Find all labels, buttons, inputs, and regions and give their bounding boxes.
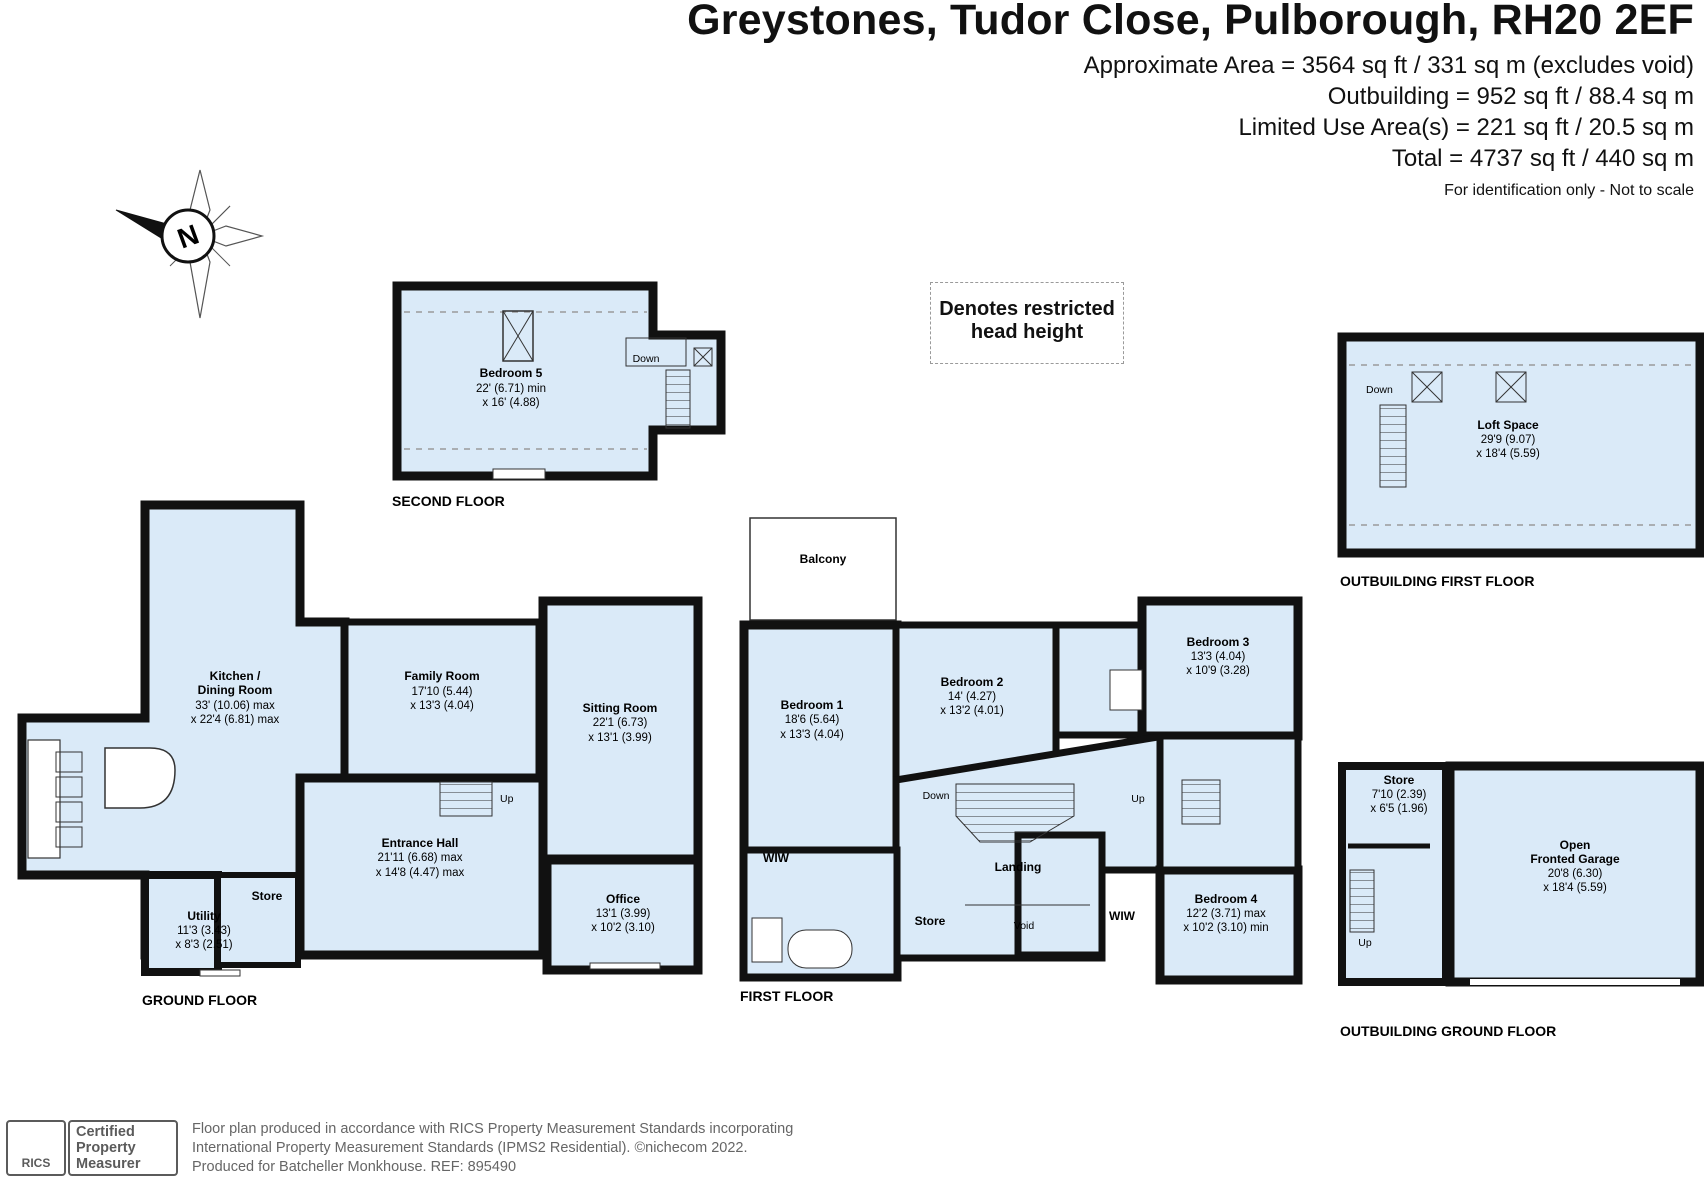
loft-dim2: x 18'4 (5.59) [1476, 448, 1540, 460]
outbuilding-up-label: Up [1358, 937, 1372, 949]
limited-use-area: Limited Use Area(s) = 221 sq ft / 20.5 s… [1238, 114, 1694, 141]
wiw-second-name: WIW [1109, 909, 1136, 923]
second-floor-down-label: Down [633, 353, 660, 365]
entrance-hall-dim2: x 14'8 (4.47) max [376, 867, 465, 879]
bedroom1-dim1: 18'6 (5.64) [785, 714, 840, 726]
outbuilding-store-dim1: 7'10 (2.39) [1372, 789, 1427, 801]
badge-line-2: Property [76, 1140, 136, 1156]
second-floor-plan [392, 281, 726, 481]
bedroom5-name: Bedroom 5 [480, 366, 543, 380]
first-floor-down-label: Down [923, 790, 950, 802]
outbuilding-area: Outbuilding = 952 sq ft / 88.4 sq m [1327, 83, 1694, 110]
rics-logo-icon: RICS [6, 1120, 66, 1176]
family-room-name: Family Room [404, 669, 479, 683]
office-dim1: 13'1 (3.99) [596, 908, 651, 920]
restricted-height-legend: Denotes restricted head height [930, 282, 1124, 364]
legend-line-2: head height [970, 321, 1084, 343]
kitchen-name-2: Dining Room [198, 683, 273, 697]
office-name: Office [606, 892, 640, 906]
rics-logo-text: RICS [21, 1156, 51, 1170]
legend-line-1: Denotes restricted [939, 298, 1115, 320]
bedroom2-name: Bedroom 2 [941, 675, 1004, 689]
first-store-name: Store [915, 914, 946, 928]
compass-rose-icon: N [115, 169, 265, 319]
footer: RICS Certified Property Measurer Floor p… [0, 1118, 900, 1178]
garage-dim2: x 18'4 (5.59) [1543, 882, 1607, 894]
property-address: Greystones, Tudor Close, Pulborough, RH2… [687, 0, 1694, 44]
entrance-hall-name: Entrance Hall [382, 836, 459, 850]
kitchen-dim2: x 22'4 (6.81) max [191, 714, 280, 726]
garage-dim1: 20'8 (6.30) [1548, 868, 1603, 880]
outbuilding-store-name: Store [1384, 773, 1415, 787]
void-name: Void [1014, 920, 1035, 932]
approximate-area: Approximate Area = 3564 sq ft / 331 sq m… [1083, 52, 1694, 79]
outbuilding-ground-floor-label: OUTBUILDING GROUND FLOOR [1340, 1023, 1556, 1039]
bedroom4-dim2: x 10'2 (3.10) min [1183, 922, 1268, 934]
bedroom2-dim2: x 13'2 (4.01) [940, 705, 1004, 717]
family-room-dim2: x 13'3 (4.04) [410, 700, 474, 712]
badge-line-1: Certified [76, 1124, 135, 1140]
outbuilding-store-dim2: x 6'5 (1.96) [1370, 803, 1427, 815]
utility-name: Utility [187, 909, 221, 923]
loft-name: Loft Space [1477, 418, 1539, 432]
garage-name-1: Open [1560, 838, 1591, 852]
bedroom4-dim1: 12'2 (3.71) max [1186, 908, 1266, 920]
bedroom3-dim2: x 10'9 (3.28) [1186, 665, 1250, 677]
bedroom1-dim2: x 13'3 (4.04) [780, 729, 844, 741]
bedroom5-dim2: x 16' (4.88) [482, 397, 539, 409]
sitting-room-name: Sitting Room [583, 701, 658, 715]
footer-credits: Floor plan produced in accordance with R… [192, 1120, 793, 1177]
ground-floor-label: GROUND FLOOR [142, 992, 257, 1008]
outbuilding-down-label: Down [1366, 384, 1393, 396]
footer-line-1: Floor plan produced in accordance with R… [192, 1121, 794, 1137]
bedroom4-name: Bedroom 4 [1195, 892, 1258, 906]
first-floor-plan [739, 517, 1303, 985]
bedroom5-dim1: 22' (6.71) min [476, 383, 546, 395]
outbuilding-first-floor-label: OUTBUILDING FIRST FLOOR [1340, 573, 1534, 589]
ground-floor-up-label: Up [500, 793, 514, 805]
bedroom3-name: Bedroom 3 [1187, 635, 1250, 649]
balcony-name: Balcony [800, 552, 847, 566]
landing-name: Landing [995, 860, 1042, 874]
area-summary: Approximate Area = 3564 sq ft / 331 sq m… [1084, 50, 1694, 208]
utility-dim2: x 8'3 (2.51) [175, 939, 232, 951]
kitchen-dim1: 33' (10.06) max [195, 700, 275, 712]
first-floor-label: FIRST FLOOR [740, 988, 833, 1004]
scale-disclaimer: For identification only - Not to scale [1444, 182, 1694, 199]
total-area: Total = 4737 sq ft / 440 sq m [1391, 145, 1694, 172]
second-floor-label: SECOND FLOOR [392, 493, 505, 509]
loft-dim1: 29'9 (9.07) [1481, 434, 1536, 446]
badge-line-3: Measurer [76, 1156, 141, 1172]
bedroom2-dim1: 14' (4.27) [948, 691, 996, 703]
sitting-room-dim1: 22'1 (6.73) [593, 717, 648, 729]
office-dim2: x 10'2 (3.10) [591, 922, 655, 934]
footer-line-2: International Property Measurement Stand… [192, 1140, 748, 1156]
ground-store-name: Store [252, 889, 283, 903]
footer-line-3: Produced for Batcheller Monkhouse. REF: … [192, 1159, 517, 1175]
sitting-room-dim2: x 13'1 (3.99) [588, 732, 652, 744]
ground-floor-plan [17, 500, 703, 977]
garage-name-2: Fronted Garage [1530, 852, 1620, 866]
wiw-first-name: WIW [763, 851, 790, 865]
certified-measurer-badge: Certified Property Measurer [68, 1120, 178, 1176]
entrance-hall-dim1: 21'11 (6.68) max [377, 852, 462, 864]
bedroom1-name: Bedroom 1 [781, 698, 844, 712]
kitchen-name-1: Kitchen / [210, 669, 261, 683]
bedroom3-dim1: 13'3 (4.04) [1191, 651, 1246, 663]
family-room-dim1: 17'10 (5.44) [411, 686, 472, 698]
outbuilding-plan [1337, 332, 1704, 987]
first-floor-up-label: Up [1131, 793, 1145, 805]
utility-dim1: 11'3 (3.43) [177, 925, 231, 937]
